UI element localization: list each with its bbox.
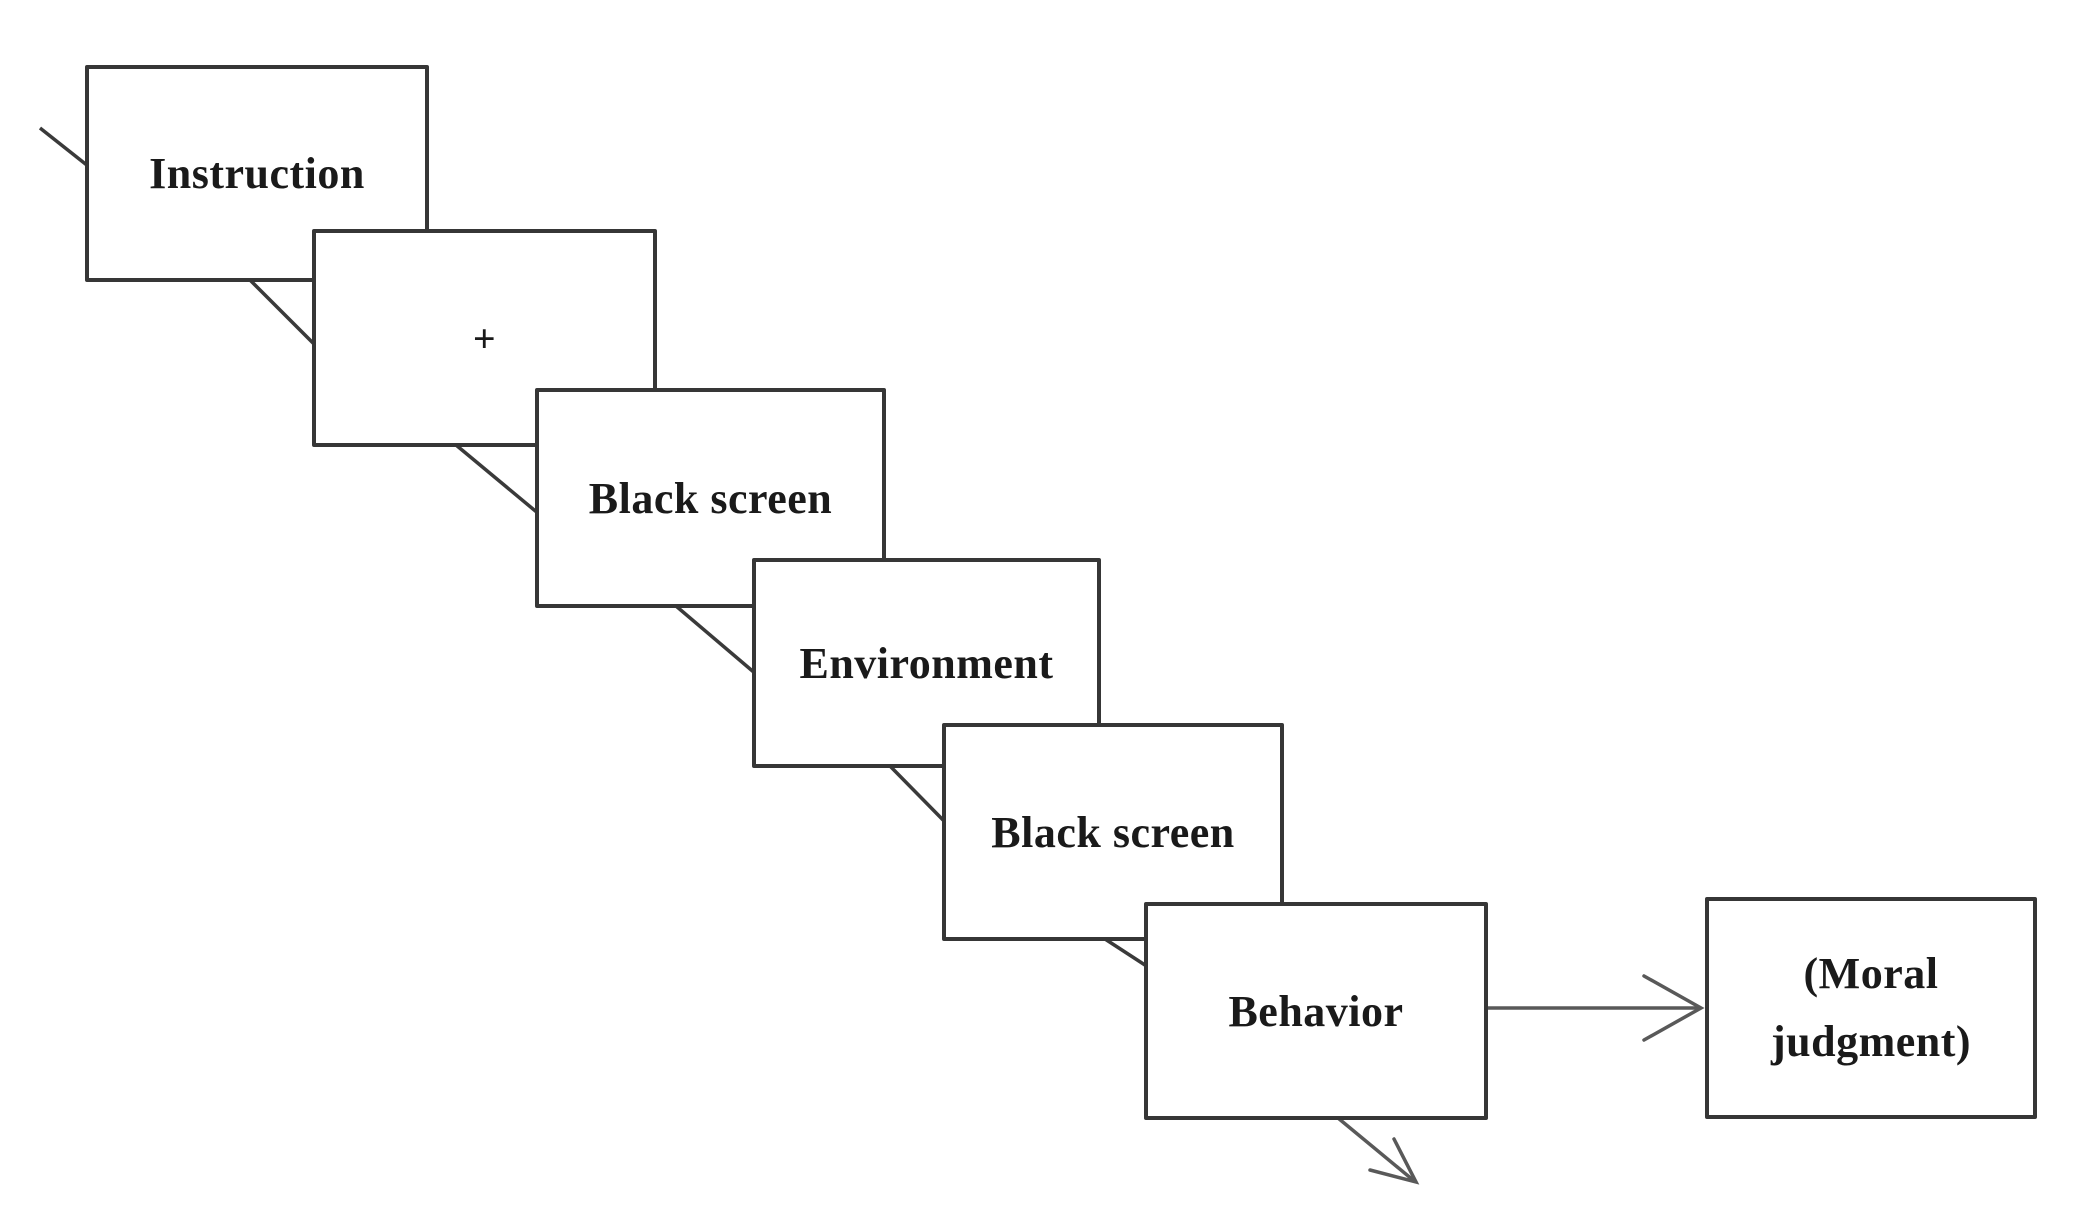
incoming-line [38,126,90,168]
connector-line-5 [1104,937,1149,969]
arrow-to-moral-judgment [1486,974,1705,1042]
cascade-connector-lines [248,278,1149,969]
screen-label: Behavior [1228,986,1404,1036]
screen-label: Black screen [991,807,1235,857]
outcome-label: (Moral judgment) [1771,940,1971,1076]
screen-label: Black screen [588,473,833,523]
arrowhead-down-right-icon [1368,1137,1420,1185]
connector-line-2 [454,443,541,516]
screen-label: Instruction [149,149,365,198]
screen-box-behavior: Behavior [1144,902,1488,1120]
continuation-arrow [1336,1116,1420,1185]
connector-line-4 [888,764,948,825]
connector-line-1 [248,278,318,348]
fixation-cross-icon: + [472,315,497,361]
arrowhead-right-icon [1642,974,1705,1042]
screen-label: Environment [799,638,1054,688]
outcome-label-line-1: (Moral [1803,948,1939,998]
connector-line-3 [674,604,758,676]
outcome-box-moral-judgment: (Moral judgment) [1705,897,2037,1119]
outcome-label-line-2: judgment) [1770,1017,1972,1066]
